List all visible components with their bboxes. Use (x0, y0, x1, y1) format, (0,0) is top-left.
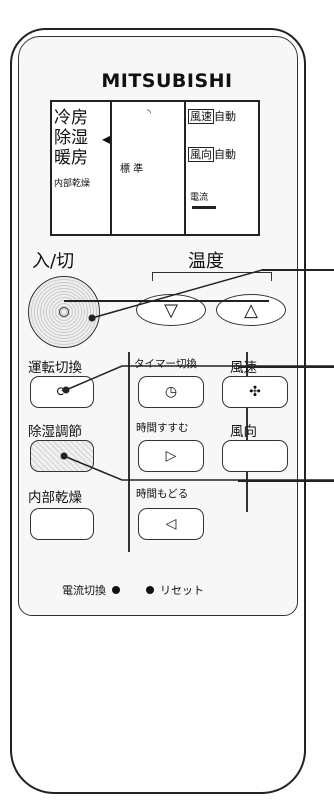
mode-heat: 暖房 (54, 148, 88, 168)
dehumid-adjust-label: 除湿調節 (28, 424, 82, 440)
lcd-display: 冷房 除湿 暖房 内部乾燥 ◀ ◝ 標 準 風速自動 風向自動 電流 (50, 100, 260, 236)
current-label: 電流 (190, 193, 209, 203)
reset-button[interactable] (146, 586, 154, 594)
mode-cool: 冷房 (54, 108, 88, 128)
time-back-button[interactable]: ◁ (138, 508, 204, 540)
center-label: 標 準 (120, 164, 144, 175)
power-button[interactable] (28, 276, 100, 348)
cycle-icon: ⟳ (56, 384, 68, 400)
time-forward-label: 時間すすむ (136, 422, 189, 434)
power-label: 入/切 (32, 251, 75, 272)
mode-switch-label: 運転切換 (28, 360, 82, 376)
triangle-up-icon: △ (244, 299, 258, 321)
fan-speed-box: 風速 (188, 109, 214, 124)
mode-indicator-arrow: ◀ (102, 132, 112, 146)
temp-down-button[interactable]: ▽ (136, 294, 206, 326)
play-right-icon: ▷ (165, 448, 177, 464)
current-switch-button[interactable] (112, 586, 120, 594)
play-left-icon: ◁ (165, 516, 177, 532)
mode-internal-dry: 内部乾燥 (54, 179, 91, 189)
internal-dry-button[interactable] (30, 508, 94, 540)
internal-dry-label: 内部乾燥 (28, 490, 82, 506)
brand-logo: MITSUBISHI (101, 70, 233, 92)
fan-speed-label: 風速 (230, 360, 257, 376)
fan-direction-button[interactable] (222, 440, 288, 472)
fan-speed-button[interactable]: ✣ (222, 376, 288, 408)
fan-icon: ✣ (249, 384, 261, 400)
mode-dehumid: 除湿 (54, 128, 88, 148)
reset-label: リセット (160, 584, 204, 597)
current-switch-label: 電流切換 (62, 584, 106, 597)
triangle-down-icon: ▽ (164, 299, 178, 321)
fan-direction-box: 風向 (188, 147, 214, 162)
time-back-label: 時間もどる (136, 488, 189, 500)
timer-switch-label: タイマー切換 (134, 358, 197, 370)
signal-icon: ◝ (147, 108, 151, 119)
fan-speed-value: 自動 (214, 110, 236, 123)
fan-direction-label: 風向 (230, 424, 257, 440)
mode-switch-button[interactable]: ⟳ (30, 376, 94, 408)
timer-switch-button[interactable]: ◷ (138, 376, 204, 408)
temp-up-button[interactable]: △ (216, 294, 286, 326)
clock-icon: ◷ (164, 384, 178, 400)
temperature-label: 温度 (188, 251, 224, 272)
fan-direction-value: 自動 (214, 148, 236, 161)
time-forward-button[interactable]: ▷ (138, 440, 204, 472)
power-dot-icon (59, 307, 69, 317)
current-bar (192, 206, 216, 209)
